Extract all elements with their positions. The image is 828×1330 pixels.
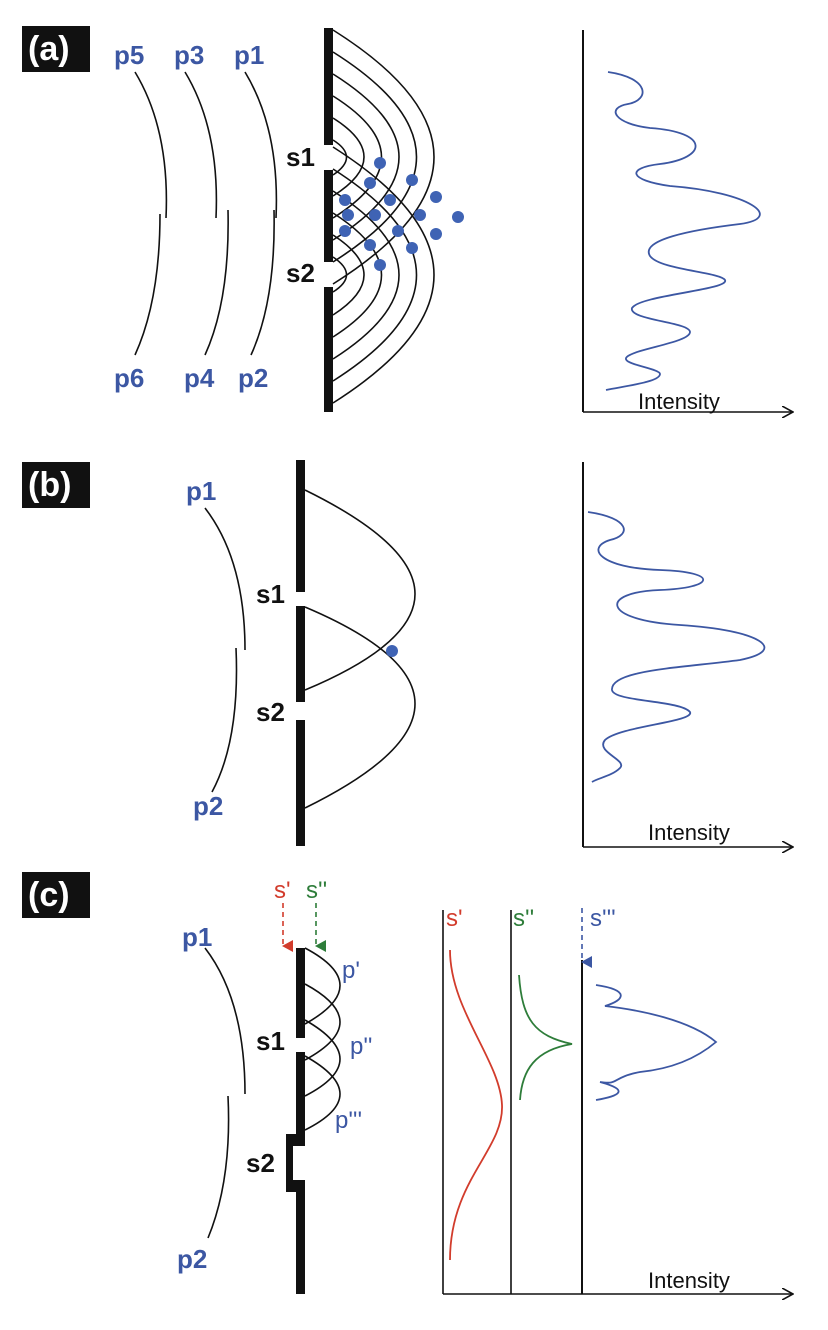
slit-label-s1-c: s1: [256, 1026, 285, 1056]
intensity-curve-a: [605, 71, 761, 391]
screen-label-s-prime: s': [446, 905, 463, 932]
panel-a-tag: (a): [28, 30, 70, 68]
packet-labels-a: p5 p3 p1 p6 p4 p2: [114, 40, 268, 393]
label-p1: p1: [234, 40, 264, 70]
wave-label-p-double-prime: p'': [350, 1033, 373, 1060]
label-p6: p6: [114, 363, 144, 393]
label-p4: p4: [184, 363, 215, 393]
wavefront-p4: [204, 209, 229, 356]
barrier-b: [296, 460, 305, 846]
intensity-label-a: Intensity: [638, 389, 720, 414]
interference-dots-a: [339, 157, 464, 271]
intensity-label-b: Intensity: [648, 820, 730, 845]
incoming-wavefronts-a: [134, 71, 278, 356]
label-p2-c: p2: [177, 1244, 207, 1274]
screen-label-s-double-prime: s'': [513, 905, 534, 932]
panel-a: (a) p5 p3 p1 p6 p4 p2 s1 s2: [22, 26, 792, 414]
panel-c: (c) s' s'' p1 p2 s1 s2 p' p'' p: [22, 872, 792, 1294]
label-p5: p5: [114, 40, 144, 70]
slit-label-s1-b: s1: [256, 579, 285, 609]
wavefront-p1-b: [204, 507, 246, 651]
barrier-c: [286, 948, 305, 1294]
source-label-red: s': [274, 877, 291, 904]
wavefront-p2-c: [207, 1095, 230, 1239]
outgoing-wavefronts-c: [304, 947, 341, 1131]
intensity-curve-red: [449, 949, 503, 1261]
intensity-plot-a: Intensity: [582, 30, 792, 414]
label-p1-c: p1: [182, 922, 212, 952]
screen-label-s-triple-prime: s''': [590, 905, 616, 932]
label-p2-b: p2: [193, 791, 223, 821]
interference-dot-b: [386, 645, 398, 657]
intensity-curve-green: [518, 974, 573, 1101]
panel-b-tag-box: [22, 462, 90, 508]
wavefront-p1-c: [204, 947, 246, 1095]
intensity-plot-c: Intensity s' s'' s''': [442, 905, 792, 1294]
panel-b-tag: (b): [28, 466, 71, 504]
intensity-curve-blue: [595, 984, 718, 1101]
source-label-green: s'': [306, 877, 327, 904]
intensity-plot-b: Intensity: [582, 462, 792, 847]
slit-label-s2-a: s2: [286, 258, 315, 288]
slit-label-s2-c: s2: [246, 1148, 275, 1178]
incoming-wavefronts-c: [204, 947, 246, 1239]
wave-label-p-triple-prime: p''': [335, 1107, 362, 1134]
wavefront-p6: [134, 213, 161, 356]
wavefront-p3: [184, 71, 218, 219]
label-p1-b: p1: [186, 476, 216, 506]
wavefront-p5: [134, 71, 168, 219]
wavefront-p1: [244, 71, 278, 219]
label-p2: p2: [238, 363, 268, 393]
panel-b: (b) p1 p2 s1 s2 Intensity: [22, 460, 792, 847]
intensity-label-c: Intensity: [648, 1268, 730, 1293]
wavefront-p2-b: [211, 647, 238, 793]
label-p3: p3: [174, 40, 204, 70]
slit-label-s2-b: s2: [256, 697, 285, 727]
panel-c-tag-box: [22, 872, 90, 918]
wavefront-p2: [250, 209, 275, 356]
outgoing-wavefronts-b: [304, 489, 416, 809]
outgoing-wavefronts-a: [332, 29, 435, 404]
panel-a-tag-box: [22, 26, 90, 72]
barrier-a: [324, 28, 333, 412]
intensity-curve-b: [587, 511, 766, 783]
wave-label-p-prime: p': [342, 957, 360, 984]
panel-c-tag: (c): [28, 876, 70, 914]
slit-label-s1-a: s1: [286, 142, 315, 172]
incoming-wavefronts-b: [204, 507, 246, 793]
